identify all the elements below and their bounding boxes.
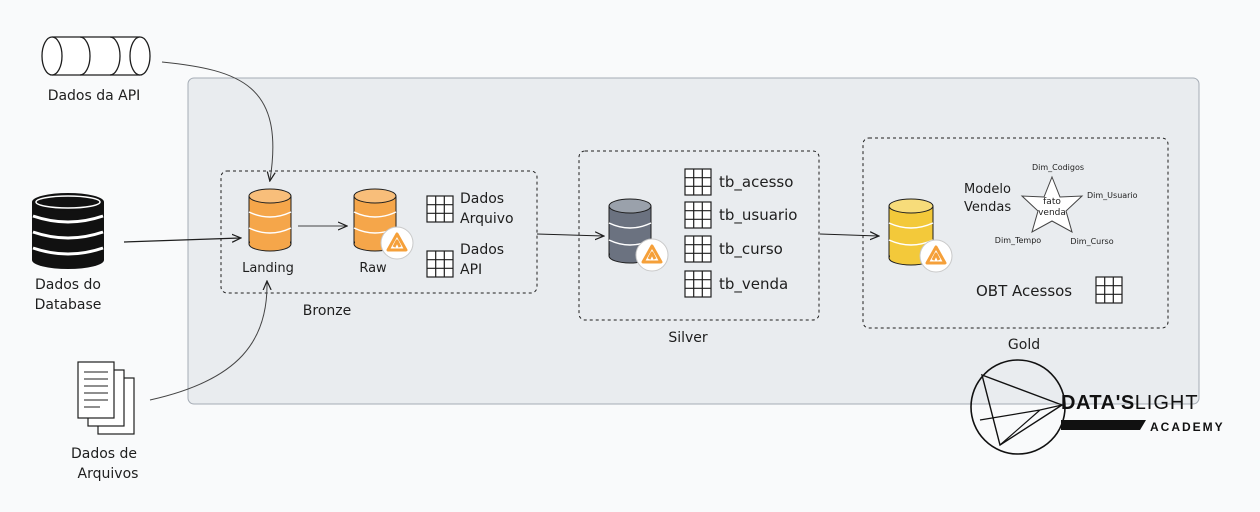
- cylinder-api-icon: [41, 36, 151, 76]
- silver-cylinder-icon: [608, 198, 652, 264]
- silver-title: Silver: [668, 330, 708, 346]
- arrow-api-to-landing: [161, 61, 273, 180]
- table-grid-icon: [684, 168, 712, 196]
- fact-label-line2: venda: [1038, 208, 1066, 218]
- database-icon: [32, 193, 104, 269]
- raw-label: Raw: [359, 261, 387, 276]
- table-grid-icon: [426, 250, 454, 278]
- bronze-layer-box: [220, 170, 538, 294]
- obt-label: OBT Acessos: [976, 282, 1073, 300]
- delta-logo-icon: [379, 225, 415, 261]
- silver-table-acesso: tb_acesso: [719, 173, 794, 191]
- arrow-silver-to-gold: [819, 234, 878, 236]
- landing-label: Landing: [242, 261, 294, 276]
- bronze-title: Bronze: [302, 303, 352, 319]
- brand-name-bold: DATA'S: [1061, 392, 1135, 414]
- fact-label-line1: fato: [1043, 197, 1061, 207]
- arrow-files-to-landing: [149, 282, 267, 401]
- table-grid-icon: [684, 201, 712, 229]
- documents-icon: [77, 361, 135, 435]
- dim-curso-label: Dim_Curso: [1070, 237, 1114, 246]
- silver-table-curso: tb_curso: [719, 240, 783, 258]
- raw-cylinder-icon: [353, 188, 397, 252]
- database-source-label-line1: Dados do: [34, 277, 102, 293]
- brand-name: DATA'SLIGHT: [1061, 392, 1199, 415]
- table-grid-icon: [426, 195, 454, 223]
- api-source-label: Dados da API: [47, 88, 141, 104]
- brand-name-light: LIGHT: [1134, 392, 1199, 414]
- dim-tempo-label: Dim_Tempo: [994, 236, 1042, 245]
- table-grid-icon: [1095, 276, 1123, 304]
- silver-table-venda: tb_venda: [719, 275, 789, 293]
- brand-underline: [1061, 420, 1146, 430]
- bronze-table-api-line2: API: [460, 262, 483, 278]
- bronze-table-arquivo-line1: Dados: [460, 191, 505, 207]
- silver-table-usuario: tb_usuario: [719, 206, 798, 224]
- star-icon: [1020, 175, 1084, 234]
- landing-cylinder-icon: [248, 188, 292, 252]
- table-grid-icon: [684, 270, 712, 298]
- gold-layer-box: [862, 137, 1169, 329]
- arrow-bronze-to-silver: [536, 234, 603, 236]
- files-source-label-line1: Dados de: [70, 446, 138, 462]
- gold-title: Gold: [1007, 337, 1041, 353]
- files-source-label-line2: Arquivos: [77, 466, 139, 482]
- delta-logo-icon: [634, 237, 670, 273]
- bronze-table-api-line1: Dados: [460, 242, 505, 258]
- dim-usuario-label: Dim_Usuario: [1087, 191, 1138, 200]
- dim-codigos-label: Dim_Codigos: [1031, 163, 1085, 172]
- silver-layer-box: [578, 150, 820, 321]
- table-grid-icon: [684, 235, 712, 263]
- delta-logo-icon: [918, 238, 954, 274]
- database-source-label-line2: Database: [34, 297, 102, 313]
- brand-subtitle: ACADEMY: [1150, 420, 1225, 434]
- arrow-database-to-landing: [123, 238, 240, 242]
- model-label-line2: Vendas: [964, 200, 1012, 215]
- bronze-table-arquivo-line2: Arquivo: [460, 211, 514, 227]
- brand-logo-icon: [970, 359, 1066, 455]
- model-label-line1: Modelo: [964, 182, 1011, 197]
